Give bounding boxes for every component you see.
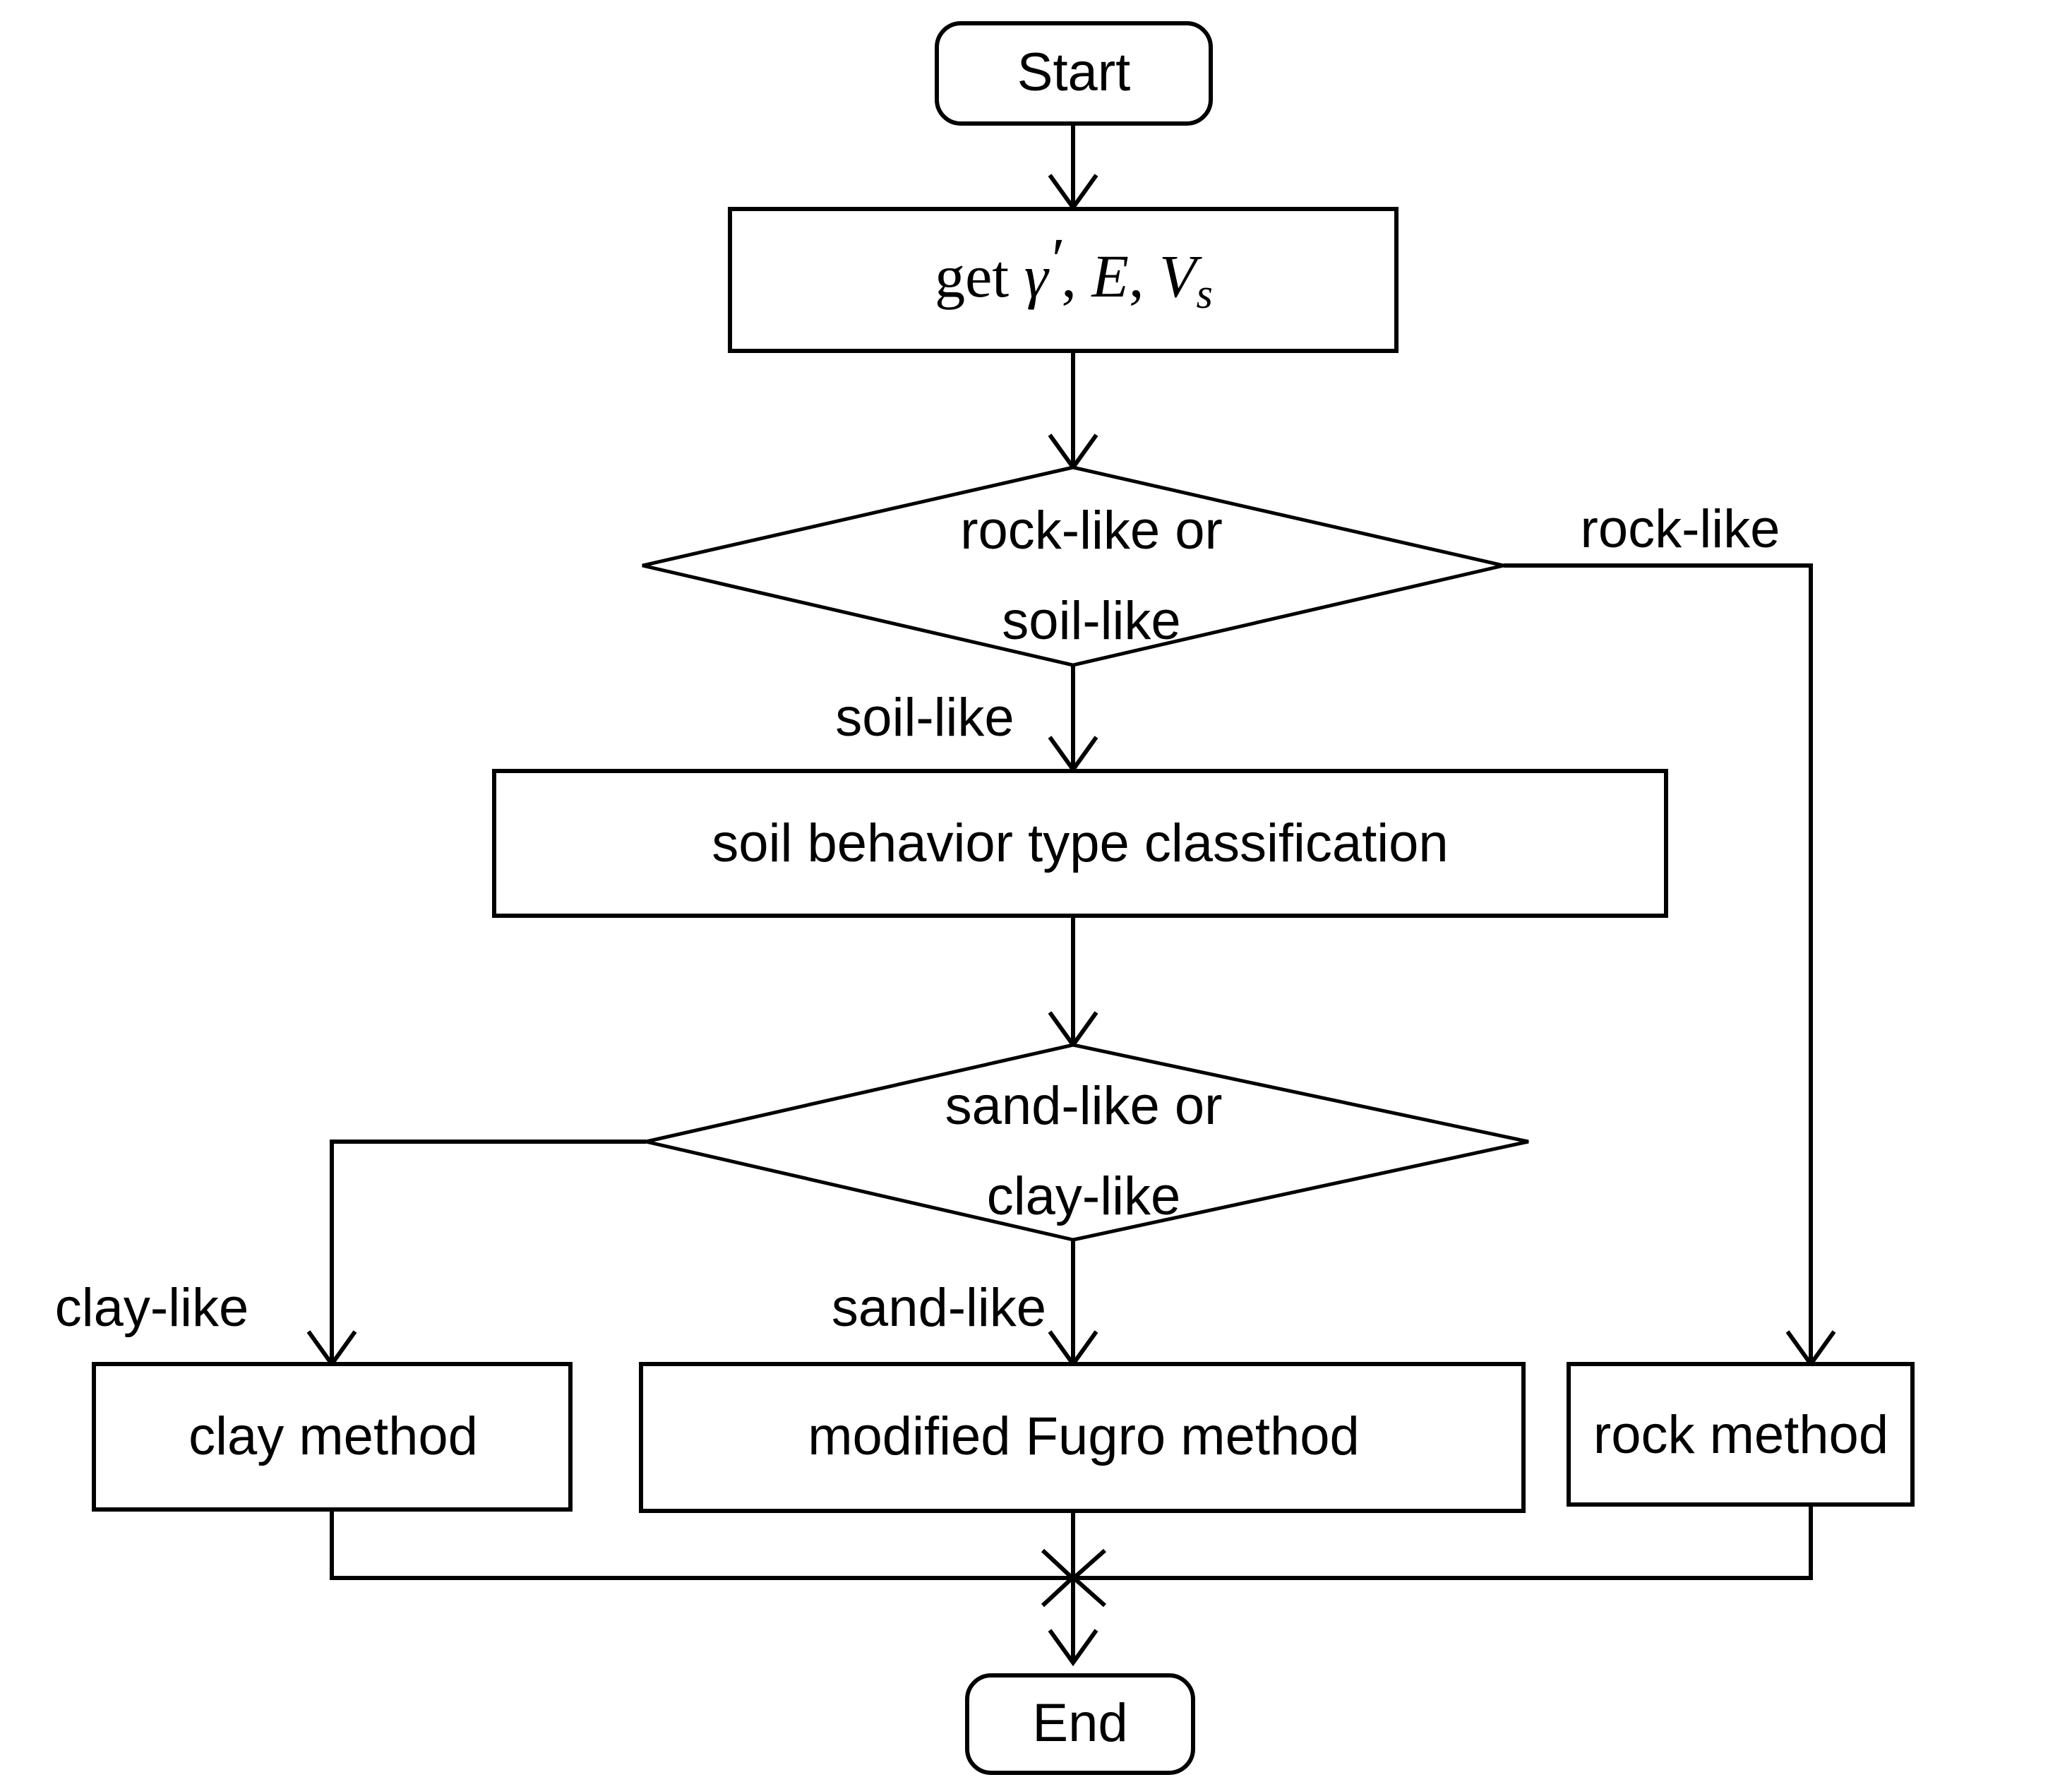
connector-get-params-to-decision-rock-soil — [1048, 351, 1098, 472]
fugro-method-label: modified Fugro method — [808, 1406, 1360, 1466]
get-params-comma1: , — [1061, 242, 1091, 310]
get-params-velocity: V — [1159, 242, 1202, 310]
get-params-gamma: γ — [1024, 242, 1050, 310]
connector-classification-to-decision-sand-clay — [1048, 918, 1098, 1049]
start-shape — [935, 21, 1213, 126]
decision-rock-soil-label-line1: rock-like or — [960, 501, 1223, 561]
node-fugro-method[interactable]: modified Fugro method — [639, 1362, 1526, 1513]
node-decision-rock-soil[interactable]: rock-like or soil-like — [642, 465, 1504, 667]
connector-start-to-get-params — [1048, 124, 1098, 212]
edge-label-rock-like: rock-like — [1581, 499, 1780, 559]
node-end[interactable]: End — [965, 1673, 1195, 1775]
rock-method-shape — [1567, 1362, 1915, 1507]
edge-label-sand-like: sand-like — [832, 1278, 1046, 1338]
decision-rock-soil-label-line2: soil-like — [1002, 591, 1180, 651]
get-params-comma2: , — [1129, 242, 1159, 310]
decision-sand-clay-label-line2: clay-like — [987, 1166, 1181, 1226]
get-params-label: get γ′, E, Vs — [935, 225, 1213, 317]
get-params-velocity-subscript: s — [1197, 270, 1213, 317]
node-start[interactable]: Start — [935, 21, 1213, 126]
connector-sand-like-branch — [1048, 1241, 1098, 1368]
node-clay-method[interactable]: clay method — [92, 1362, 573, 1512]
get-params-prime: ′ — [1048, 225, 1062, 293]
edge-label-clay-like: clay-like — [55, 1278, 249, 1338]
node-get-params[interactable]: get γ′, E, Vs — [728, 207, 1399, 353]
node-soil-classification[interactable]: soil behavior type classification — [492, 769, 1668, 918]
start-label: Start — [1017, 42, 1131, 102]
connector-merge-to-end — [1048, 1578, 1098, 1667]
get-params-modulus: E — [1090, 242, 1129, 310]
connector-clay-like-branch — [306, 1140, 646, 1368]
clay-method-label: clay method — [188, 1406, 478, 1466]
get-params-verb: get — [935, 242, 1024, 310]
node-decision-sand-clay[interactable]: sand-like or clay-like — [645, 1043, 1529, 1242]
soil-classification-label: soil behavior type classification — [712, 813, 1448, 873]
decision-sand-clay-label-line1: sand-like or — [945, 1076, 1223, 1136]
node-rock-method[interactable]: rock method — [1567, 1362, 1915, 1507]
connector-clay-method-to-merge — [330, 1509, 1073, 1580]
decision-sand-clay-shape — [645, 1043, 1529, 1242]
connector-soil-like-branch — [1048, 666, 1098, 774]
fugro-method-shape — [639, 1362, 1526, 1513]
connector-rock-method-to-merge — [1073, 1505, 1813, 1580]
connector-rock-like-branch — [1504, 563, 1836, 1368]
clay-method-shape — [92, 1362, 573, 1512]
decision-rock-soil-shape — [642, 465, 1504, 667]
rock-method-label: rock method — [1593, 1405, 1888, 1465]
get-params-shape — [728, 207, 1399, 353]
end-label: End — [1032, 1693, 1127, 1753]
end-shape — [965, 1673, 1195, 1775]
edge-label-soil-like: soil-like — [835, 688, 1014, 748]
soil-classification-shape — [492, 769, 1668, 918]
